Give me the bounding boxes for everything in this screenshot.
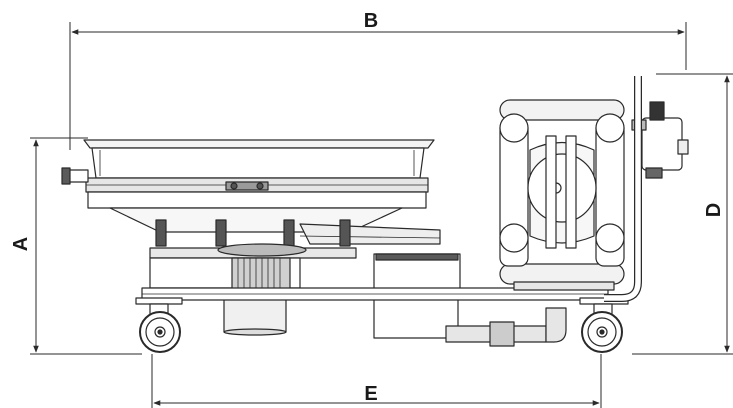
dimension-e [151, 354, 602, 408]
dimension-b-label: B [364, 10, 378, 32]
sieve-hopper [61, 139, 441, 245]
wheel-right [581, 303, 623, 353]
dimension-e-label: E [364, 383, 377, 405]
dimension-d-label: D [703, 203, 725, 217]
vibration-springs [155, 219, 351, 247]
dimension-b [69, 22, 687, 150]
dimension-a [30, 137, 142, 355]
dimension-d [632, 73, 733, 355]
motor-base [149, 243, 357, 336]
collection-box [373, 253, 461, 339]
outlet-pipe [445, 307, 567, 347]
dimension-a-label: A [10, 237, 32, 251]
diaphragm-pump [499, 99, 625, 291]
wheel-left [139, 303, 181, 353]
push-handle [604, 76, 642, 302]
cart-frame [135, 287, 629, 305]
